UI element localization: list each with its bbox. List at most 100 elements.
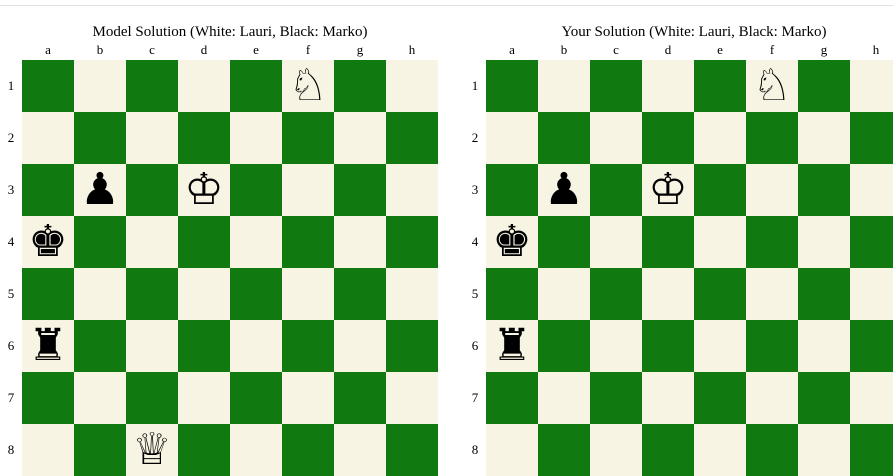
square-e5[interactable] <box>694 268 746 320</box>
square-d3[interactable]: ♔ <box>178 164 230 216</box>
square-e8[interactable] <box>694 424 746 476</box>
square-e6[interactable] <box>694 320 746 372</box>
square-b5[interactable] <box>74 268 126 320</box>
square-f3[interactable] <box>746 164 798 216</box>
square-g7[interactable] <box>334 372 386 424</box>
square-h1[interactable] <box>850 60 893 112</box>
square-c8[interactable]: ♕ <box>126 424 178 476</box>
square-e5[interactable] <box>230 268 282 320</box>
square-g1[interactable] <box>334 60 386 112</box>
white-queen-icon[interactable]: ♕ <box>132 424 171 476</box>
square-g2[interactable] <box>334 112 386 164</box>
square-c3[interactable] <box>126 164 178 216</box>
square-b2[interactable] <box>74 112 126 164</box>
black-rook-icon[interactable]: ♜ <box>28 320 67 372</box>
square-h4[interactable] <box>386 216 438 268</box>
square-d2[interactable] <box>642 112 694 164</box>
square-b1[interactable] <box>538 60 590 112</box>
square-b8[interactable] <box>538 424 590 476</box>
square-c4[interactable] <box>590 216 642 268</box>
square-f7[interactable] <box>746 372 798 424</box>
square-e8[interactable] <box>230 424 282 476</box>
square-f6[interactable] <box>282 320 334 372</box>
square-a1[interactable] <box>22 60 74 112</box>
square-a4[interactable]: ♚ <box>486 216 538 268</box>
square-h7[interactable] <box>850 372 893 424</box>
square-d4[interactable] <box>178 216 230 268</box>
square-e4[interactable] <box>694 216 746 268</box>
square-h2[interactable] <box>386 112 438 164</box>
black-pawn-icon[interactable]: ♟ <box>80 164 119 216</box>
square-b5[interactable] <box>538 268 590 320</box>
square-c2[interactable] <box>590 112 642 164</box>
square-c5[interactable] <box>126 268 178 320</box>
square-a5[interactable] <box>22 268 74 320</box>
square-g6[interactable] <box>798 320 850 372</box>
square-f1[interactable]: ♘ <box>282 60 334 112</box>
square-b1[interactable] <box>74 60 126 112</box>
square-d8[interactable] <box>178 424 230 476</box>
square-d6[interactable] <box>178 320 230 372</box>
square-c1[interactable] <box>126 60 178 112</box>
square-a8[interactable] <box>22 424 74 476</box>
black-rook-icon[interactable]: ♜ <box>492 320 531 372</box>
square-g8[interactable] <box>798 424 850 476</box>
square-c4[interactable] <box>126 216 178 268</box>
square-h6[interactable] <box>850 320 893 372</box>
square-e1[interactable] <box>694 60 746 112</box>
square-a3[interactable] <box>486 164 538 216</box>
black-pawn-icon[interactable]: ♟ <box>544 164 583 216</box>
square-e2[interactable] <box>694 112 746 164</box>
square-h2[interactable] <box>850 112 893 164</box>
square-a3[interactable] <box>22 164 74 216</box>
square-c7[interactable] <box>590 372 642 424</box>
square-c2[interactable] <box>126 112 178 164</box>
square-f8[interactable] <box>282 424 334 476</box>
square-g2[interactable] <box>798 112 850 164</box>
square-c1[interactable] <box>590 60 642 112</box>
square-f2[interactable] <box>282 112 334 164</box>
black-king-icon[interactable]: ♚ <box>28 216 67 268</box>
square-g3[interactable] <box>334 164 386 216</box>
square-a5[interactable] <box>486 268 538 320</box>
white-king-icon[interactable]: ♔ <box>648 164 687 216</box>
square-g4[interactable] <box>334 216 386 268</box>
square-e4[interactable] <box>230 216 282 268</box>
square-g8[interactable] <box>334 424 386 476</box>
square-d5[interactable] <box>642 268 694 320</box>
square-b7[interactable] <box>74 372 126 424</box>
square-d7[interactable] <box>178 372 230 424</box>
square-a8[interactable] <box>486 424 538 476</box>
square-f4[interactable] <box>282 216 334 268</box>
square-g1[interactable] <box>798 60 850 112</box>
square-h3[interactable] <box>850 164 893 216</box>
white-king-icon[interactable]: ♔ <box>184 164 223 216</box>
square-d7[interactable] <box>642 372 694 424</box>
square-b2[interactable] <box>538 112 590 164</box>
square-d2[interactable] <box>178 112 230 164</box>
square-g3[interactable] <box>798 164 850 216</box>
square-g4[interactable] <box>798 216 850 268</box>
square-h3[interactable] <box>386 164 438 216</box>
square-b6[interactable] <box>74 320 126 372</box>
square-e3[interactable] <box>694 164 746 216</box>
square-f6[interactable] <box>746 320 798 372</box>
square-h8[interactable] <box>850 424 893 476</box>
square-c6[interactable] <box>590 320 642 372</box>
square-a1[interactable] <box>486 60 538 112</box>
square-b3[interactable]: ♟ <box>538 164 590 216</box>
square-f1[interactable]: ♘ <box>746 60 798 112</box>
square-b8[interactable] <box>74 424 126 476</box>
square-f8[interactable] <box>746 424 798 476</box>
white-knight-icon[interactable]: ♘ <box>288 60 327 112</box>
square-a2[interactable] <box>486 112 538 164</box>
black-king-icon[interactable]: ♚ <box>492 216 531 268</box>
square-g6[interactable] <box>334 320 386 372</box>
square-b7[interactable] <box>538 372 590 424</box>
square-h4[interactable] <box>850 216 893 268</box>
square-d4[interactable] <box>642 216 694 268</box>
square-e7[interactable] <box>230 372 282 424</box>
square-d1[interactable] <box>178 60 230 112</box>
square-e7[interactable] <box>694 372 746 424</box>
square-g5[interactable] <box>798 268 850 320</box>
